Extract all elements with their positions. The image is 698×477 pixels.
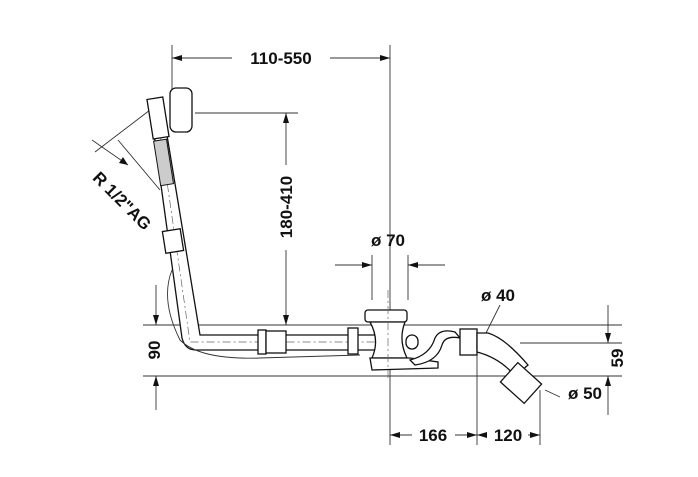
drain-body [364,290,462,380]
dimension-height: 180-410 [277,113,296,325]
dimension-width: 110-550 [172,49,390,68]
dim-outlet-diameter-label: ø 50 [568,384,602,403]
dimension-drain-diameter: ø 70 [335,231,445,268]
outlet-elbow [459,328,543,405]
dim-depth-label: 90 [145,341,164,360]
dimension-pipe-diameter: ø 40 [481,286,515,336]
dimension-thread: R 1/2"AG [89,109,161,234]
dim-thread-label: R 1/2"AG [89,168,155,234]
dimension-outlet-diameter: ø 50 [544,384,602,403]
dim-height-label: 180-410 [277,176,296,238]
dimension-horizontal-distances: 166 120 [390,426,540,445]
dimension-outlet-height: 59 [605,305,627,415]
dim-pipe-diameter-label: ø 40 [481,286,515,305]
dimension-depth: 90 [145,285,164,410]
dim-width-label: 110-550 [250,49,311,68]
dim-drain-distance-label: 166 [419,426,447,445]
dim-outlet-height-label: 59 [608,349,627,368]
dim-drain-diameter-label: ø 70 [371,231,405,250]
overflow-assembly [146,87,390,359]
dim-outlet-distance-label: 120 [494,426,522,445]
